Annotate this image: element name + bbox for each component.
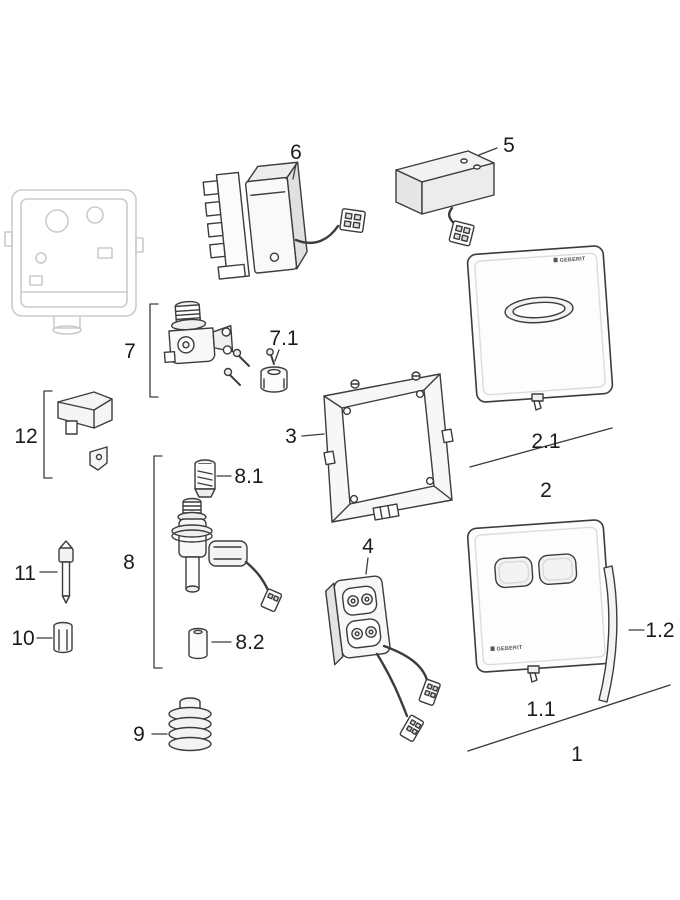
- part-4-cable-upper: [382, 644, 429, 682]
- part-8-solenoid-valve: [171, 497, 283, 613]
- part-8-1-cartridge: [194, 459, 216, 498]
- part-11-extension-pin: [58, 540, 74, 604]
- part-8-plug-connector: [260, 588, 283, 613]
- part-7-screws: [223, 348, 250, 386]
- label-part-5: 5: [503, 134, 515, 157]
- geberit-logo-plate-1: GEBERIT: [490, 645, 523, 653]
- part-2-cover-plate: GEBERIT: [466, 245, 614, 403]
- leader-3: [301, 433, 325, 437]
- part-4-cable-lower: [375, 652, 409, 718]
- part-8-2-piston: [188, 627, 208, 660]
- part-1-1-retaining-clip: [527, 665, 540, 683]
- part-5-plug-connector: [448, 220, 475, 247]
- group-2-line: [469, 427, 613, 468]
- part-6-control-unit: [202, 161, 366, 280]
- part-4-electronics-module: [325, 575, 441, 742]
- flush-button-left: [494, 556, 534, 589]
- part-1-2-trim-strip: [598, 565, 618, 703]
- label-part-10: 10: [11, 627, 34, 650]
- bracket-12: [43, 390, 53, 479]
- part-6-cable: [294, 224, 340, 245]
- leader-6: [292, 163, 297, 180]
- part-4-plug-connector-lower: [399, 714, 425, 742]
- part-12-mounting-brackets: [57, 391, 113, 471]
- part-8-cable: [244, 560, 270, 592]
- label-part-11: 11: [14, 562, 36, 585]
- label-part-6: 6: [290, 141, 302, 164]
- bracket-7: [149, 303, 159, 398]
- label-part-4: 4: [362, 535, 374, 558]
- leader-lines: [36, 147, 645, 735]
- geberit-logo-plate-2: GEBERIT: [553, 256, 586, 264]
- brand-text-plate-1: GEBERIT: [496, 645, 523, 653]
- part-7-valve-assembly: [163, 300, 250, 386]
- leader-7-1: [274, 349, 280, 362]
- part-2-1-retaining-clip: [531, 393, 544, 411]
- part-7-1-pushbutton: [260, 348, 288, 393]
- part-10-adapter-sleeve: [53, 621, 73, 654]
- label-part-2: 2: [540, 479, 552, 502]
- label-part-2-1: 2.1: [531, 430, 560, 453]
- label-part-1: 1: [571, 743, 583, 766]
- part-5-power-supply: [395, 150, 495, 247]
- part-6-plug-connector: [339, 208, 366, 234]
- part-1-cover-plate: GEBERIT: [466, 519, 614, 673]
- label-part-7: 7: [124, 340, 136, 363]
- label-part-8-2: 8.2: [235, 631, 264, 654]
- ghost-concealed-box: [4, 189, 144, 335]
- label-part-9: 9: [133, 723, 145, 746]
- label-part-12: 12: [14, 425, 37, 448]
- group-1-line: [467, 684, 671, 752]
- part-labels: 6 5 7 7.1 3 2.1 2 12 8.1 8 11 10 8.2 4 1…: [11, 134, 674, 766]
- label-part-3: 3: [285, 425, 297, 448]
- leader-4: [365, 557, 369, 575]
- label-part-8-1: 8.1: [234, 465, 263, 488]
- label-part-1-1: 1.1: [526, 698, 555, 721]
- flush-button-right: [538, 553, 578, 586]
- brand-text-plate-2: GEBERIT: [559, 256, 586, 264]
- leader-5: [478, 147, 498, 156]
- part-4-plug-connector-upper: [418, 678, 441, 706]
- part-9-sealing-grommet: [168, 697, 212, 752]
- label-part-8: 8: [123, 551, 135, 574]
- label-part-7-1: 7.1: [269, 327, 298, 350]
- bracket-8: [153, 455, 163, 669]
- part-3-mounting-frame: [323, 371, 454, 523]
- label-part-1-2: 1.2: [645, 619, 674, 642]
